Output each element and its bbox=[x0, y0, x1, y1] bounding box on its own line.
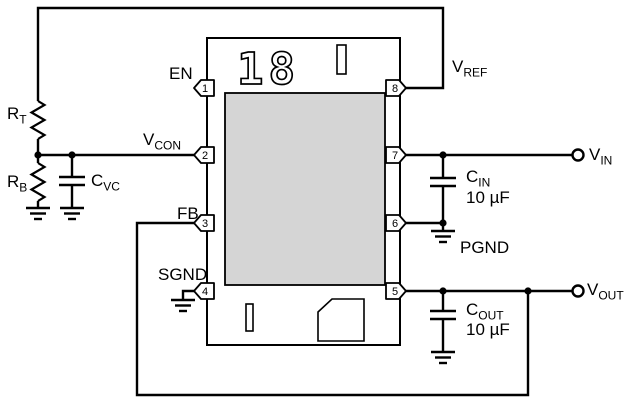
label-cout-value: 10 µF bbox=[466, 320, 510, 339]
pin-4-number: 4 bbox=[202, 286, 208, 298]
pin-7-number: 7 bbox=[392, 150, 398, 162]
label-fb-text: FB bbox=[177, 204, 199, 223]
capacitor-cvc bbox=[59, 175, 85, 187]
junction-dot bbox=[439, 151, 447, 159]
junction-dot bbox=[439, 287, 447, 295]
pin-5: 5 bbox=[385, 282, 407, 300]
pin-3-number: 3 bbox=[202, 218, 208, 230]
pin-8-number: 8 bbox=[392, 83, 398, 95]
junction-dot bbox=[439, 219, 447, 227]
wire-sgnd bbox=[181, 289, 196, 300]
label-vin-base: V bbox=[589, 145, 601, 164]
pin-6: 6 bbox=[385, 214, 407, 232]
terminal-vin bbox=[571, 148, 585, 162]
ic-marking: 18 bbox=[237, 44, 300, 95]
ground-pgnd bbox=[431, 229, 455, 244]
junction-dot bbox=[524, 287, 532, 295]
pin-1: 1 bbox=[193, 79, 215, 97]
pin-2: 2 bbox=[193, 146, 215, 164]
label-cvc-sub: VC bbox=[103, 179, 120, 194]
capacitor-cout bbox=[430, 309, 456, 321]
label-pgnd-text: PGND bbox=[460, 238, 510, 257]
junction-dot bbox=[34, 151, 42, 159]
label-vout: VOUT bbox=[587, 280, 624, 301]
label-cout: COUT bbox=[466, 300, 504, 321]
label-cout-sub: OUT bbox=[478, 308, 504, 323]
ic-bottom-bar-marking bbox=[245, 303, 254, 332]
label-cvc: CVC bbox=[91, 171, 120, 192]
label-vref: VREF bbox=[452, 57, 487, 78]
pin-7: 7 bbox=[385, 146, 407, 164]
label-cin-base: C bbox=[466, 167, 479, 186]
wire-feedback bbox=[135, 221, 530, 397]
pin-8: 8 bbox=[385, 79, 407, 97]
label-rt-sub: T bbox=[19, 112, 27, 127]
pin-4: 4 bbox=[193, 282, 215, 300]
pin-6-number: 6 bbox=[392, 218, 398, 230]
label-cin-sub: IN bbox=[478, 175, 491, 190]
label-fb: FB bbox=[177, 204, 199, 223]
label-rb-base: R bbox=[7, 172, 20, 191]
terminal-vout bbox=[571, 284, 585, 298]
label-sgnd-text: SGND bbox=[158, 265, 208, 284]
label-vin: VIN bbox=[589, 145, 612, 166]
label-cout-base: C bbox=[466, 300, 479, 319]
label-cvc-base: C bbox=[91, 171, 104, 190]
ic-chamfered-pad-marking bbox=[317, 298, 365, 342]
label-vcon-base: V bbox=[143, 130, 155, 149]
label-vin-sub: IN bbox=[600, 153, 613, 168]
label-rt: RT bbox=[7, 104, 27, 125]
capacitor-cin bbox=[430, 176, 456, 188]
ic-top-bar-marking bbox=[336, 44, 347, 75]
wire-vref-loop bbox=[36, 6, 445, 101]
ic-die bbox=[224, 92, 386, 286]
label-rb: RB bbox=[7, 172, 27, 193]
resistor-rb bbox=[29, 162, 47, 202]
label-vref-sub: REF bbox=[463, 65, 488, 80]
ground-sgnd bbox=[171, 298, 195, 313]
label-rt-base: R bbox=[7, 104, 20, 123]
pin-5-number: 5 bbox=[392, 286, 398, 298]
label-vcon-sub: CON bbox=[154, 138, 182, 153]
junction-dot bbox=[68, 151, 76, 159]
label-vout-base: V bbox=[587, 280, 599, 299]
ground-rb bbox=[26, 206, 50, 221]
label-cin-value: 10 µF bbox=[466, 188, 510, 207]
label-vref-base: V bbox=[452, 57, 464, 76]
ground-cvc bbox=[60, 206, 84, 221]
label-en-text: EN bbox=[169, 64, 193, 83]
pin-1-number: 1 bbox=[202, 83, 208, 95]
label-vcon: VCON bbox=[143, 130, 181, 151]
pin-2-number: 2 bbox=[202, 150, 208, 162]
pin-3: 3 bbox=[193, 214, 215, 232]
ground-cout bbox=[431, 350, 455, 365]
label-pgnd: PGND bbox=[460, 238, 509, 257]
label-en: EN bbox=[169, 64, 193, 83]
resistor-rt bbox=[29, 100, 47, 140]
label-cin: CIN bbox=[466, 167, 490, 188]
label-rb-sub: B bbox=[19, 180, 28, 195]
label-sgnd: SGND bbox=[158, 265, 207, 284]
label-vout-sub: OUT bbox=[598, 288, 624, 303]
